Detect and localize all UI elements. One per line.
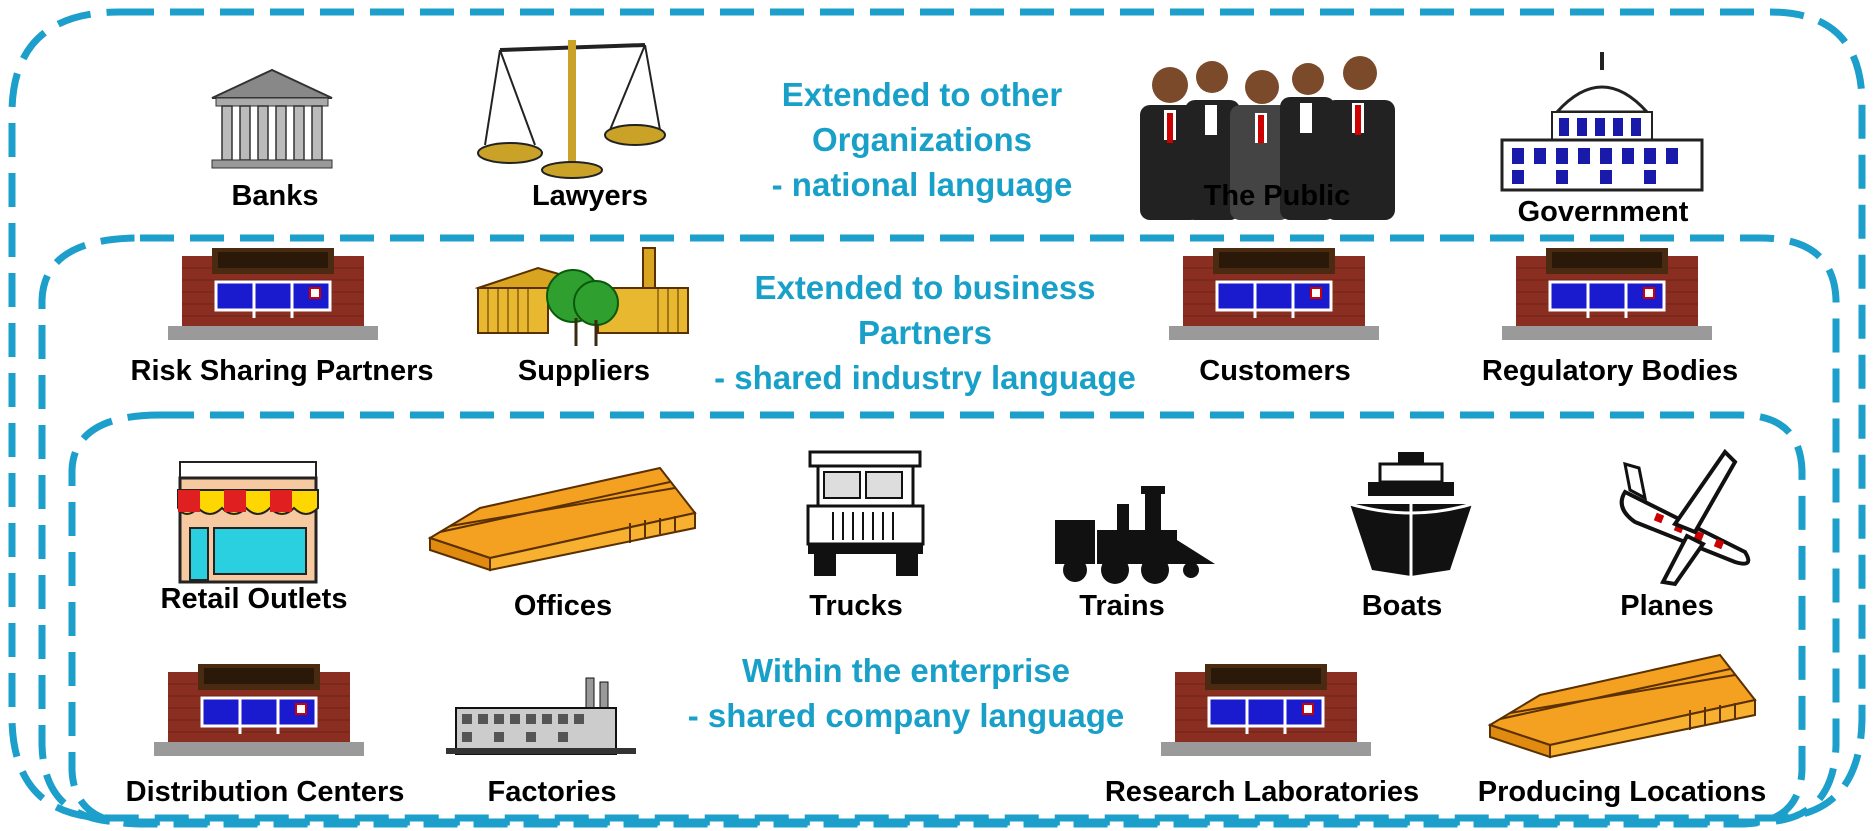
storefront-icon	[166, 246, 380, 342]
label-trucks: Trucks	[809, 590, 903, 622]
caption-line: - shared industry language	[714, 359, 1136, 396]
label-boats: Boats	[1361, 590, 1443, 622]
storefront-icon	[152, 662, 366, 758]
bank-icon	[211, 68, 333, 169]
capitol-icon	[1500, 52, 1704, 192]
label-customers: Customers	[1199, 355, 1351, 387]
caption-line: Partners	[858, 314, 992, 351]
label-research-laboratories: Research Laboratories	[1104, 776, 1420, 808]
factory-with-trees-icon	[474, 247, 689, 346]
label-retail-outlets: Retail Outlets	[160, 583, 348, 615]
office-building-icon	[429, 467, 696, 571]
label-trains: Trains	[1079, 590, 1165, 622]
label-lawyers: Lawyers	[531, 180, 649, 212]
office-building-icon	[1489, 654, 1756, 758]
people-icon	[1140, 56, 1395, 220]
truck-icon	[806, 450, 925, 576]
train-icon	[1055, 486, 1215, 584]
label-banks: Banks	[231, 180, 319, 212]
label-offices: Offices	[513, 590, 613, 622]
label-producing-locations: Producing Locations	[1477, 776, 1767, 808]
caption-line: - national language	[771, 166, 1073, 203]
label-factories: Factories	[487, 776, 617, 808]
caption-line: - shared company language	[687, 697, 1125, 734]
scales-icon	[477, 40, 666, 179]
caption-line: Organizations	[811, 121, 1033, 158]
middle-tier-caption: Extended to business Partners - shared i…	[714, 265, 1136, 400]
storefront-icon	[1159, 662, 1373, 758]
caption-line: Extended to business	[754, 269, 1096, 306]
retail-awning-icon	[177, 461, 319, 584]
label-regulatory-bodies: Regulatory Bodies	[1481, 355, 1739, 387]
storefront-icon	[1167, 246, 1381, 342]
plane-icon	[1619, 448, 1751, 587]
label-the-public: The Public	[1203, 180, 1351, 212]
caption-line: Extended to other	[781, 76, 1063, 113]
outer-tier-caption: Extended to other Organizations - nation…	[772, 72, 1073, 207]
label-risk-sharing-partners: Risk Sharing Partners	[130, 355, 434, 387]
caption-line: Within the enterprise	[742, 652, 1070, 689]
label-distribution-centers: Distribution Centers	[125, 776, 405, 808]
label-suppliers: Suppliers	[517, 355, 651, 387]
label-planes: Planes	[1620, 590, 1714, 622]
factory-icon	[446, 677, 636, 755]
inner-tier-boundary	[68, 411, 1806, 828]
label-government: Government	[1517, 196, 1689, 228]
inner-tier-caption: Within the enterprise - shared company l…	[688, 648, 1124, 738]
storefront-icon	[1500, 246, 1714, 342]
boat-icon	[1349, 452, 1473, 576]
